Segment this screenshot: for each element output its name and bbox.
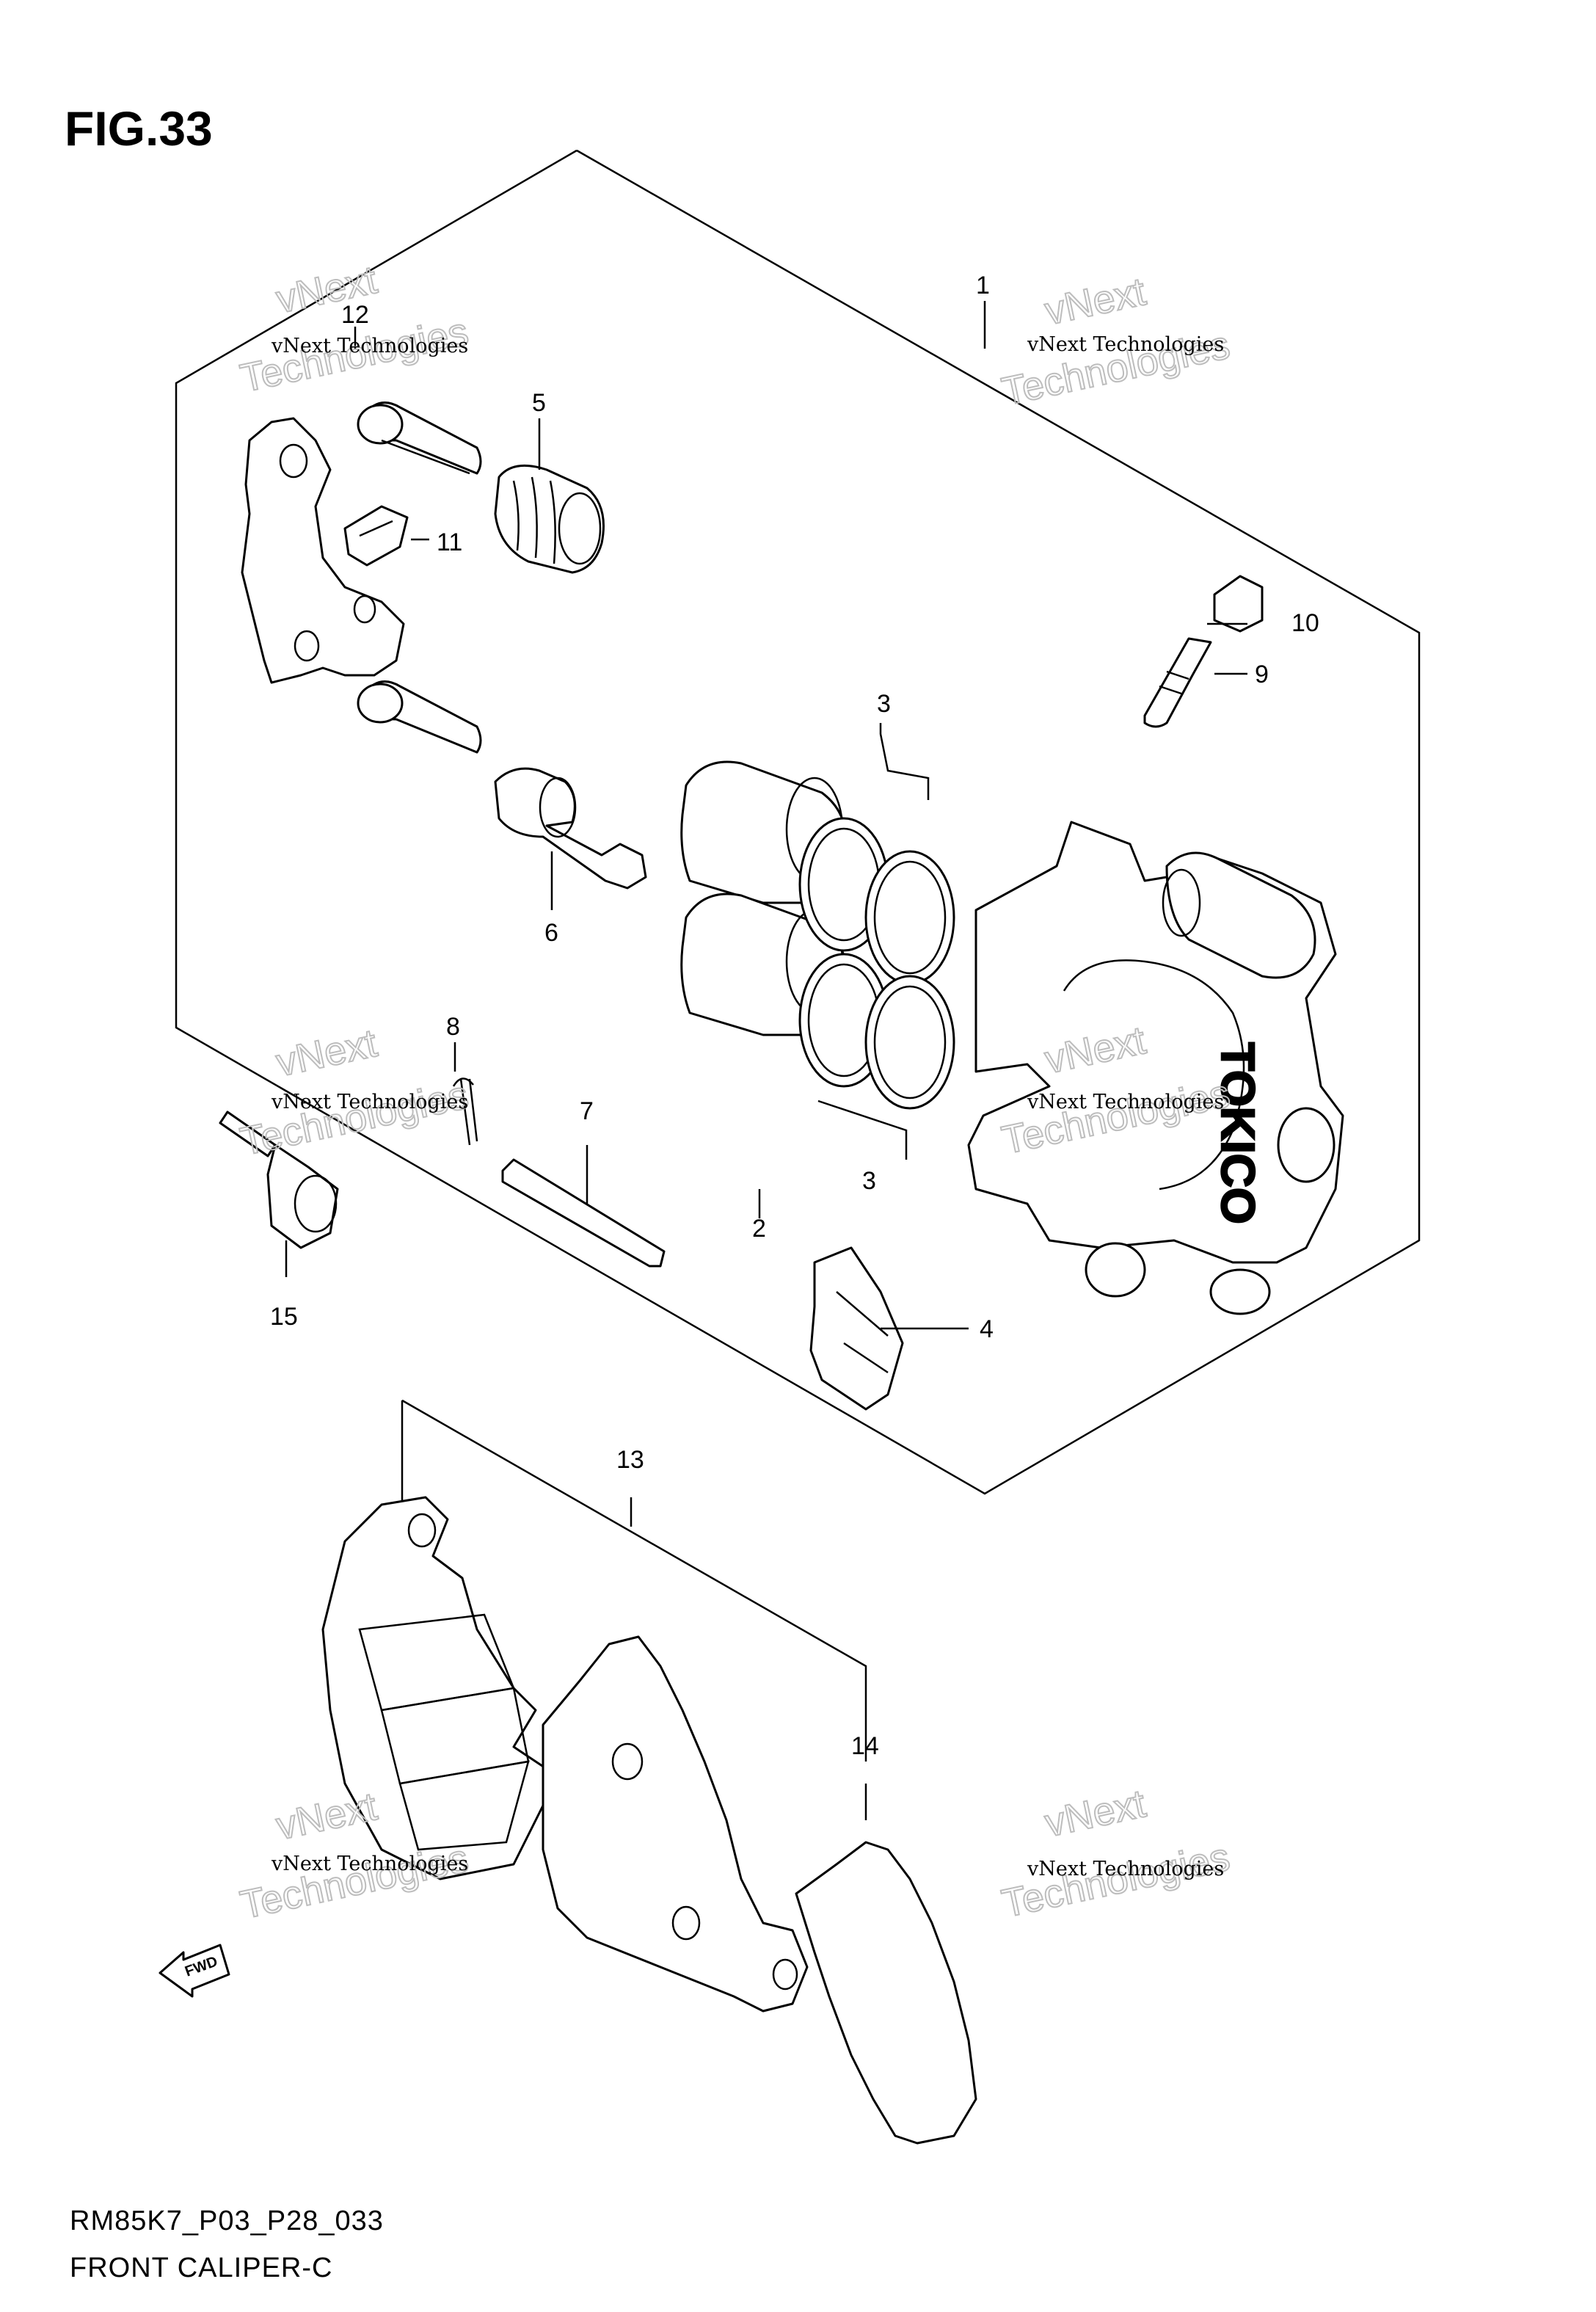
watermark-technologies: Technologies: [237, 1836, 473, 1927]
fwd-arrow-icon: FWD: [158, 1944, 230, 1998]
pad-spring-clip: [343, 505, 409, 567]
bleeder-valve: [1143, 637, 1212, 728]
callout-12: 12: [341, 301, 369, 329]
caliper-bracket: [241, 417, 405, 684]
watermark-text: vNext Technologies: [271, 1853, 468, 1875]
callout-5: 5: [532, 389, 546, 417]
callout-7: 7: [580, 1097, 594, 1125]
callout-15: 15: [270, 1303, 298, 1331]
figure-title: FIG.33: [65, 101, 213, 156]
pad-kit-frame: [401, 1399, 867, 1717]
callout-11: 11: [437, 528, 462, 556]
callout-3-bottom: 3: [862, 1167, 876, 1195]
watermark-vnext: vNext: [272, 1784, 381, 1848]
watermark-vnext: vNext: [272, 1021, 381, 1085]
watermark-text: vNext Technologies: [271, 1091, 468, 1113]
lower-slide-pin: [357, 680, 482, 754]
bleeder-cap: [1213, 575, 1264, 633]
watermark-text: vNext Technologies: [1027, 1858, 1224, 1880]
watermark-vnext: vNext: [1041, 269, 1150, 333]
watermark-bottom-right: vNext Technologies: [997, 1781, 1234, 1927]
figure-caption: FRONT CALIPER-C: [70, 2253, 332, 2283]
callout-3-top: 3: [877, 690, 891, 718]
callout-8: 8: [446, 1013, 460, 1041]
brake-pad-inner: [321, 1496, 559, 1880]
callout-1: 1: [976, 272, 990, 299]
callout-numbers: 1 2 3 3 4 5 6 7 8 9 10 11 12 13 14 15: [270, 272, 1319, 1760]
pad-shim: [795, 1841, 977, 2145]
watermark-text: vNext Technologies: [1027, 333, 1224, 356]
guide-pin: [494, 767, 647, 890]
caliper-brand-text: TOKICO: [1211, 1042, 1264, 1224]
callout-13: 13: [616, 1446, 644, 1474]
watermark-text: vNext Technologies: [1027, 1091, 1224, 1113]
mounting-bolt: [219, 1110, 339, 1249]
caliper-assembly-frame: [175, 149, 1421, 1495]
leader-lines: [285, 301, 1247, 1820]
callout-9: 9: [1255, 661, 1269, 688]
pad-pin: [501, 1158, 666, 1268]
watermark-mid-left: vNext Technologies: [236, 1020, 473, 1165]
upper-slide-pin: [357, 401, 482, 475]
callout-2: 2: [752, 1215, 766, 1243]
cotter-pin: [452, 1077, 478, 1146]
callout-10: 10: [1291, 609, 1319, 637]
callout-6: 6: [544, 919, 558, 947]
caliper-body: TOKICO: [967, 821, 1344, 1315]
watermark-text: vNext Technologies: [271, 335, 468, 357]
watermark-vnext: vNext: [1041, 1781, 1150, 1845]
callout-14: 14: [851, 1732, 879, 1760]
watermark-technologies: Technologies: [237, 1073, 473, 1164]
model-code: RM85K7_P03_P28_033: [70, 2206, 384, 2236]
piston-seals: [798, 817, 955, 1110]
brake-pad-backing-plate: [542, 1635, 809, 2013]
callout-4: 4: [980, 1315, 994, 1343]
pad-retainer: [809, 1246, 904, 1411]
dust-boot: [494, 464, 605, 574]
